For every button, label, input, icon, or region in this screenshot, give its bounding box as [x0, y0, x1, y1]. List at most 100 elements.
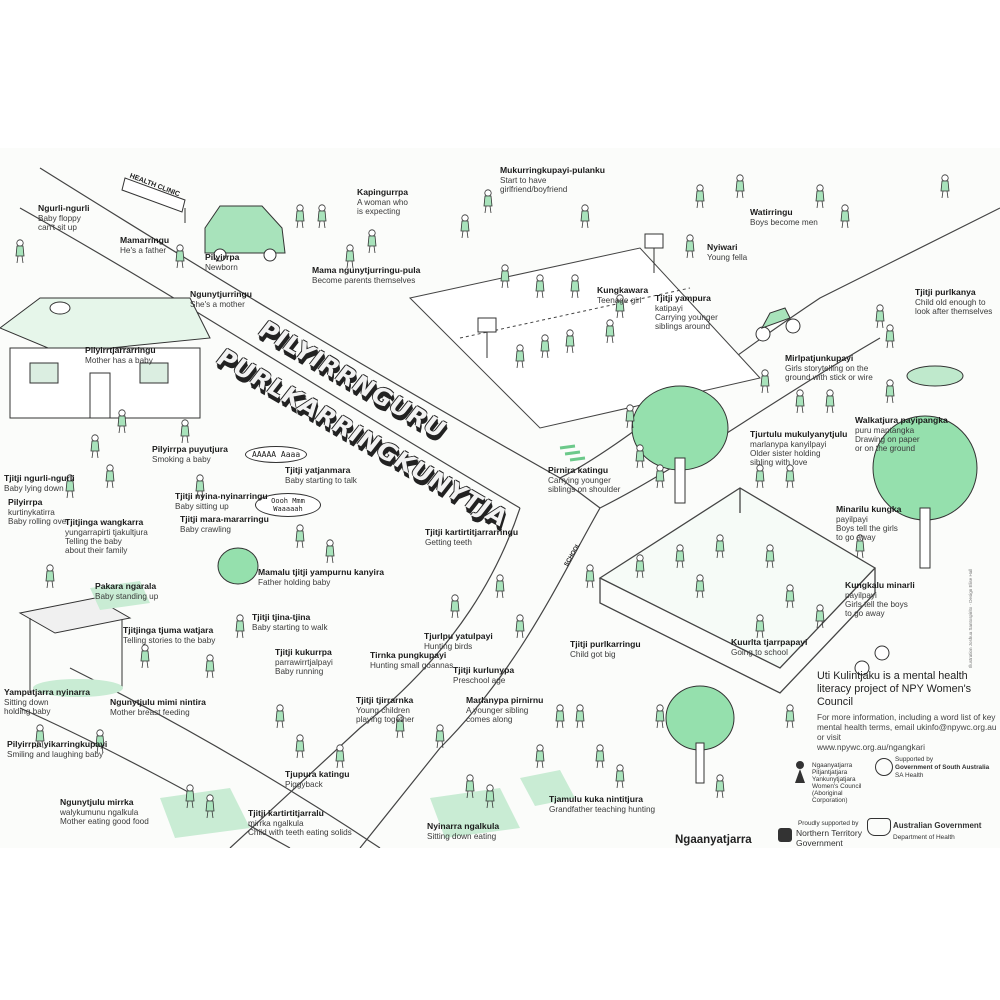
sa-government-logo-icon: [875, 758, 893, 776]
stage-label-text: comes along: [466, 714, 513, 724]
illustration-credit: Illustration Joshua Santospirito · Desig…: [968, 568, 973, 668]
info-line1: Uti Kulintjaku is a mental health litera…: [817, 670, 972, 708]
person-figure: [785, 704, 795, 729]
person-figure: [655, 464, 665, 489]
tree-icon: [217, 385, 978, 784]
stage-label-text: siblings on shoulder: [548, 484, 621, 494]
stage-label-title: Ngunytjulu mimi nintira: [110, 697, 206, 707]
stage-label-title: Tjitji kartirtitjarrarringu: [425, 527, 519, 537]
stage-label-title: Pilyirrpa: [8, 497, 43, 507]
stage-label-title: Pilyirrpa yikarringkupayi: [7, 739, 108, 749]
car-icon: [204, 205, 286, 262]
person-figure: [35, 724, 45, 749]
stage-label-title: Tjitji yatjanmara: [285, 465, 351, 475]
stage-label-text: Piggyback: [285, 779, 323, 789]
school-fence: [598, 487, 877, 694]
stage-label-title: Tjitji tjirrarnka: [356, 695, 414, 705]
person-figure: [685, 234, 695, 259]
stage-label-text: girlfriend/boyfriend: [500, 184, 568, 194]
npy-logo-text: Ngaanyatjarra Pitjantjatjara Yankunytjat…: [812, 762, 862, 805]
stage-label-text: Preschool age: [453, 675, 506, 685]
town-illustration: [0, 167, 1000, 848]
stage-label-title: Tjitjinga wangkarra: [65, 517, 144, 527]
stage-label-title: Tjitji purlkarringu: [570, 639, 641, 649]
stage-label-title: Tjurlpu yatulpayi: [424, 631, 493, 641]
stage-label-text: Hunting birds: [424, 641, 473, 651]
person-figure: [795, 389, 805, 414]
stage-label-text: siblings around: [655, 322, 711, 331]
person-figure: [205, 654, 215, 679]
stage-label-text: about their family: [65, 546, 128, 555]
stage-label-title: Ngunytjulu mirrka: [60, 797, 134, 807]
stage-label-text: Older sister holding: [750, 448, 821, 458]
australian-government-crest-icon: [867, 818, 891, 836]
person-figure: [695, 184, 705, 209]
person-figure: [515, 614, 525, 639]
person-figure: [460, 214, 470, 239]
stage-label-text: can't sit up: [38, 222, 77, 232]
person-figure: [615, 764, 625, 789]
stage-label-text: Young children: [356, 705, 410, 715]
house-icon: [0, 297, 211, 419]
stage-label-title: Kuurlta tjarrpapayi: [731, 637, 808, 647]
stage-label-text: holding baby: [4, 706, 51, 716]
stage-label-text: walykumunu ngalkula: [60, 807, 139, 817]
stage-label-text: Baby rolling over: [8, 516, 69, 526]
stage-label-title: Nyiwari: [707, 242, 738, 252]
stage-label-title: Tjitji yampura: [655, 293, 711, 303]
person-figure: [595, 744, 605, 769]
stage-label-title: Watirringu: [750, 207, 793, 217]
person-figure: [715, 774, 725, 799]
stage-label-text: yungarrapirti tjakultjura: [65, 527, 148, 537]
project-info: Uti Kulintjaku is a mental health litera…: [817, 670, 997, 753]
stage-label-text: or on the ground: [855, 444, 916, 453]
stage-label-text: payilpayi: [845, 590, 877, 600]
person-figure: [105, 464, 115, 489]
stage-label-text: Carrying younger: [548, 475, 611, 485]
stage-label-text: mirrka ngalkula: [248, 818, 304, 828]
speech-bubble-2: Oooh Mmm Waaaaah: [255, 493, 321, 517]
stage-label-text: Mother eating good food: [60, 816, 149, 826]
stage-label-text: Baby standing up: [95, 591, 159, 601]
stage-label-text: Sitting down eating: [427, 831, 497, 841]
person-figure: [760, 369, 770, 394]
person-figure: [275, 704, 285, 729]
stage-label-text: Child got big: [570, 649, 616, 659]
person-figure: [117, 409, 127, 434]
stage-label-title: Ngurli-ngurli: [38, 203, 90, 213]
person-figure: [295, 524, 305, 549]
stage-label-title: Tjitji nyina-nyinarringu: [175, 491, 268, 501]
person-figure: [65, 474, 75, 499]
stage-label-title: Pilyirrtjarrarringu: [85, 345, 156, 355]
stage-label-text: Hunting small goannas: [370, 660, 454, 670]
stage-label-title: Pirnira katingu: [548, 465, 609, 475]
person-figure: [885, 324, 895, 349]
person-figure: [45, 564, 55, 589]
stage-label-text: Baby crawling: [180, 524, 231, 534]
person-figure: [675, 544, 685, 569]
nt-gov-text-1: Northern Territory: [796, 828, 862, 838]
stage-label-text: kurtinykatirra: [8, 507, 55, 517]
stage-label-title: Kungkawara: [597, 285, 649, 295]
nt-proudly-text: Proudly supported by: [798, 820, 859, 827]
stage-label-title: Marlanypa pirnirnu: [466, 695, 544, 705]
person-figure: [635, 444, 645, 469]
stage-label-title: Kapingurrpa: [357, 187, 409, 197]
